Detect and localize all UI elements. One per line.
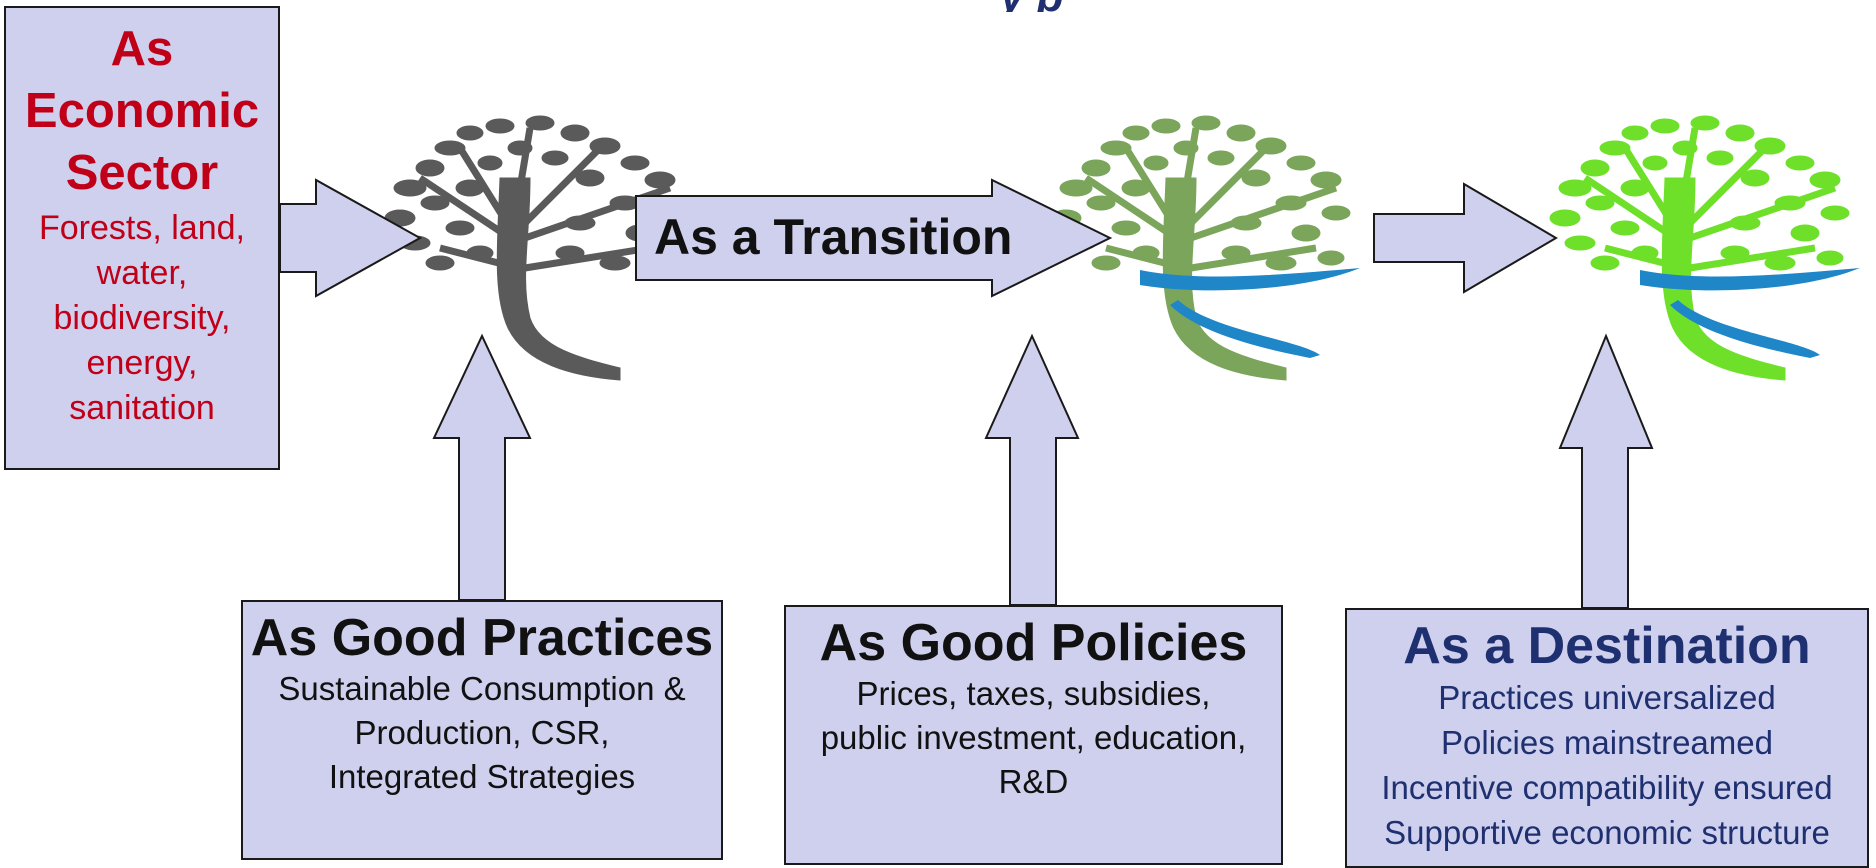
destination-line: Policies mainstreamed [1441, 724, 1773, 761]
sector-item: water, [96, 254, 188, 292]
arrow-practices-up [432, 333, 532, 601]
sector-item: Forests, land, [39, 209, 245, 247]
arrow-econ-to-tree1 [279, 178, 423, 298]
sector-item: sanitation [69, 389, 215, 427]
economic-sector-box: As Economic Sector Forests, land, water,… [4, 6, 280, 470]
arrow-policies-up [984, 333, 1080, 606]
good-policies-box: As Good Policies Prices, taxes, subsidie… [784, 605, 1283, 865]
destination-line: Supportive economic structure [1384, 814, 1830, 851]
heading-line: As [110, 22, 174, 76]
muted-green-tree-icon [1051, 116, 1350, 380]
sector-item: biodiversity, [53, 299, 231, 337]
economic-sector-heading: As Economic Sector [6, 18, 278, 204]
transition-label: As a Transition [654, 209, 1013, 265]
destination-line: Practices universalized [1438, 679, 1776, 716]
title-fragment: y p [1000, 0, 1140, 12]
destination-box: As a Destination Practices universalized… [1345, 608, 1869, 868]
destination-heading: As a Destination [1403, 617, 1811, 675]
destination-line: Incentive compatibility ensured [1381, 769, 1833, 806]
economic-sector-items: Forests, land, water, biodiversity, ener… [6, 206, 278, 431]
practices-line: Integrated Strategies [328, 758, 636, 795]
sector-item: energy, [86, 344, 198, 382]
good-policies-heading: As Good Policies [819, 614, 1248, 672]
policies-line: Prices, taxes, subsidies, [856, 675, 1211, 712]
arrow-destination-up [1558, 333, 1654, 609]
bright-green-tree-icon [1550, 116, 1849, 380]
good-practices-heading: As Good Practices [250, 609, 714, 667]
policies-line: R&D [998, 763, 1069, 800]
practices-line: Sustainable Consumption & [278, 670, 686, 707]
arrow-tree2-to-tree3 [1373, 182, 1558, 294]
good-practices-box: As Good Practices Sustainable Consumptio… [241, 600, 723, 860]
heading-line: Economic [24, 84, 260, 138]
policies-line: public investment, education, [820, 719, 1247, 756]
practices-line: Production, CSR, [354, 714, 610, 751]
heading-line: Sector [65, 146, 219, 200]
arrow-transition [635, 178, 1113, 298]
